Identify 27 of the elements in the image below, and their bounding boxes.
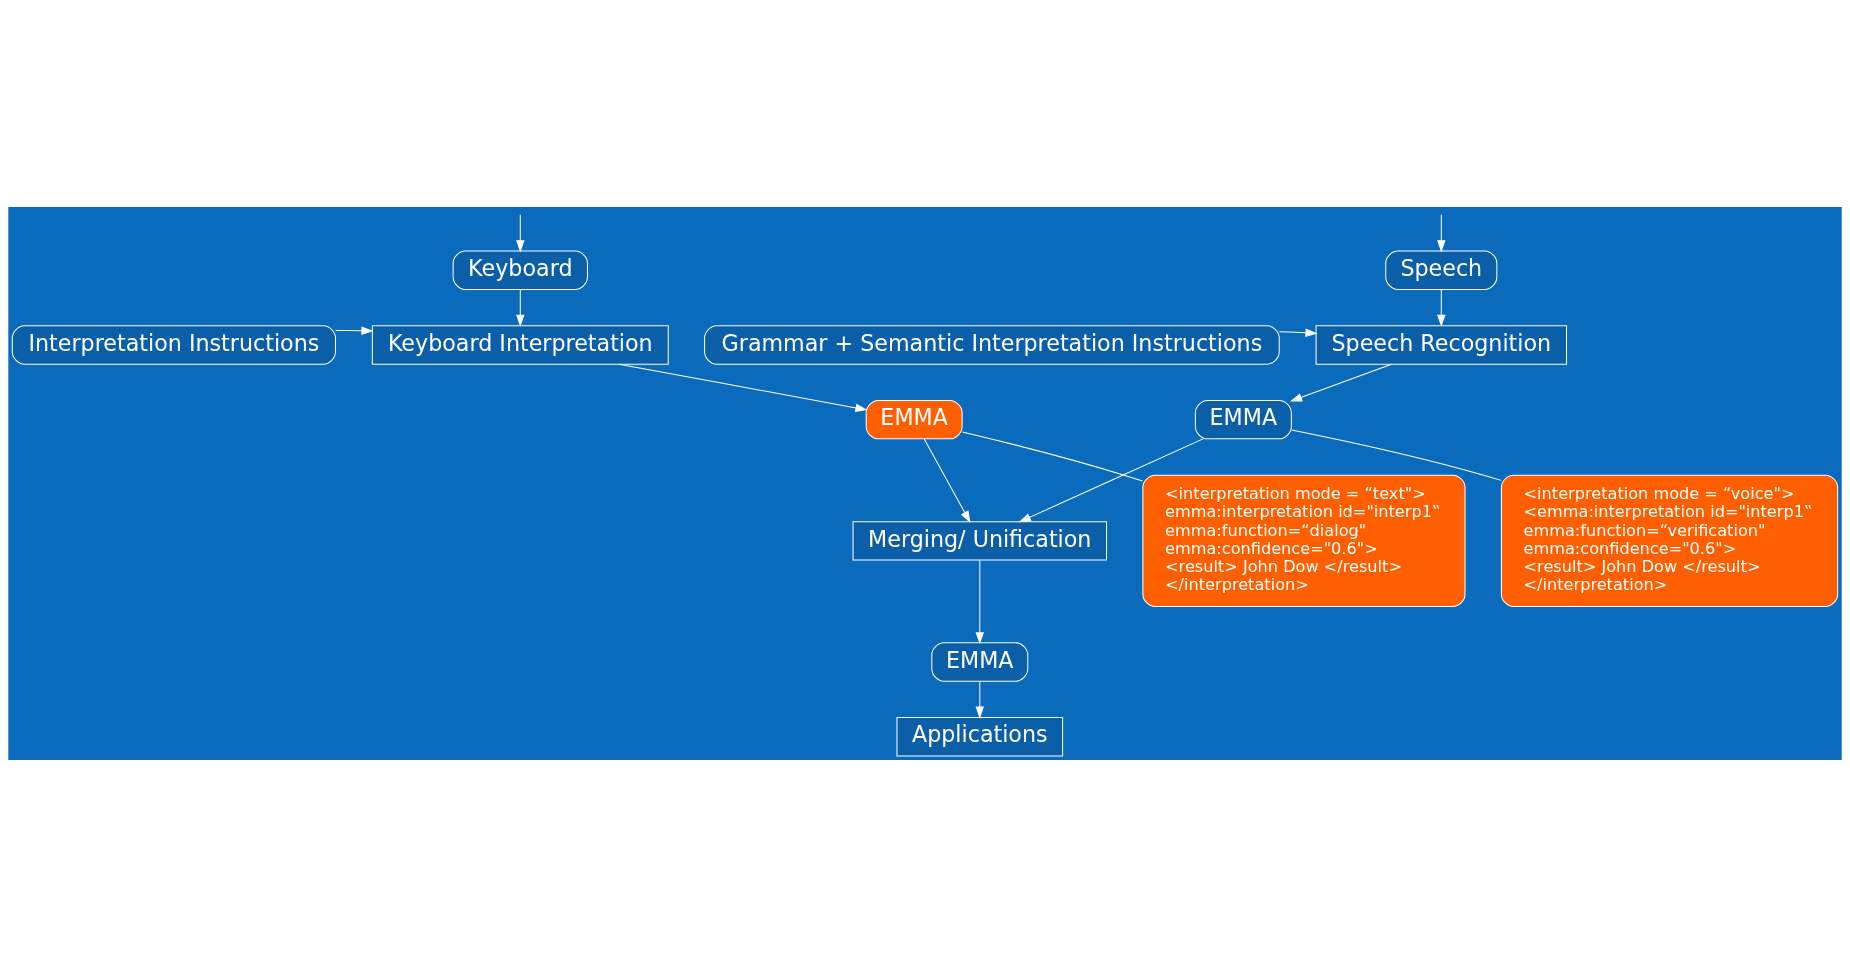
arrow xyxy=(516,213,525,252)
connector xyxy=(1291,429,1502,481)
node-box: Keyboard xyxy=(452,250,588,290)
arrow xyxy=(1437,213,1446,252)
node-box: Grammar + Semantic Interpretation Instructions xyxy=(704,324,1280,365)
arrow xyxy=(923,438,971,523)
node-box: EMMA xyxy=(865,399,963,439)
arrow xyxy=(975,680,985,719)
arrow xyxy=(335,325,374,335)
arrow xyxy=(618,363,868,412)
arrow xyxy=(1278,328,1318,337)
node-box: EMMA xyxy=(1194,399,1292,439)
arrow xyxy=(975,559,985,644)
arrow xyxy=(516,288,525,327)
node-box: Keyboard Interpretation xyxy=(371,324,669,365)
node-box: Interpretation Instructions xyxy=(11,324,336,365)
node-box: Speech xyxy=(1385,250,1498,290)
node-box: <interpretation mode = “text"> emma:interpretation id="interp1‟ emma:function=“dialog" emma:confidence="0.6"> <result> John Dow </result> </interpretation> xyxy=(1142,474,1466,607)
node-box: Merging/ Unification xyxy=(852,520,1108,561)
node-box: EMMA xyxy=(931,641,1029,682)
arrow xyxy=(1289,363,1393,402)
arrow xyxy=(1018,437,1204,522)
node-box: <interpretation mode = “voice"> <emma:interpretation id="interp1‟ emma:function=“verification" emma:confidence="0.6"> <result> John Dow </result> </interpretation> xyxy=(1500,474,1839,607)
node-box: Applications xyxy=(896,716,1064,756)
arrow xyxy=(1437,288,1446,327)
connector xyxy=(961,430,1143,482)
node-box: Speech Recognition xyxy=(1315,324,1567,365)
